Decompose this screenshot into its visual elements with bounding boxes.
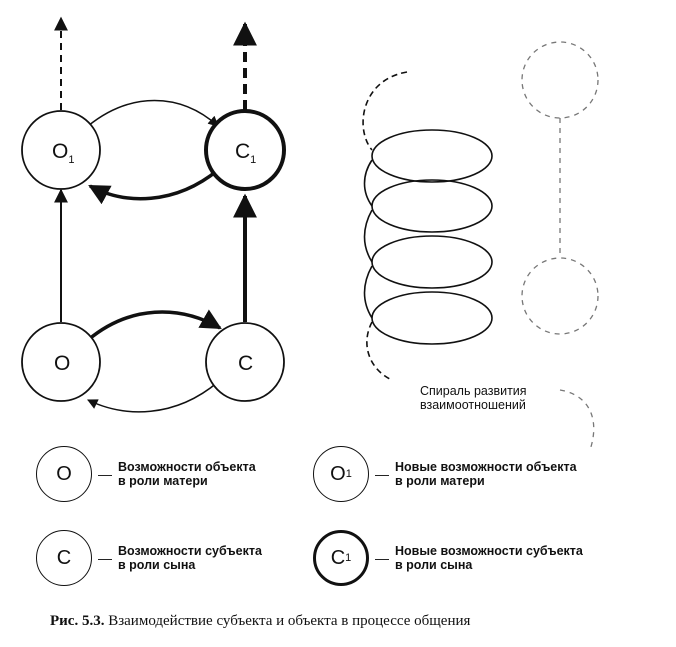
legend-c-line2: в роли сына (118, 558, 196, 572)
legend-o1-line1: Новые возможности объекта (395, 460, 577, 474)
legend-o: O — Возможности объекта в роли матери (36, 446, 318, 502)
legend-o1-line2: в роли матери (395, 474, 485, 488)
figure-number: Рис. 5.3. (50, 613, 105, 629)
legend-o-line1: Возможности объекта (118, 460, 256, 474)
legend-c1-sub: 1 (345, 552, 352, 564)
legend-o-text: Возможности объекта в роли матери (118, 460, 318, 488)
node-c-label: C (238, 352, 253, 375)
spiral-label: Спираль развития взаимоотношений (420, 384, 527, 412)
legend-o1-sub: 1 (345, 468, 352, 480)
node-o1-label: O1 (52, 140, 74, 166)
legend-c-text: Возможности субъекта в роли сына (118, 544, 318, 572)
legend-o-letter: O (56, 462, 72, 485)
node-c-circle (205, 322, 285, 402)
node-o1-circle (21, 110, 101, 190)
development-spiral (362, 71, 493, 381)
arrow-o1-to-c1 (87, 99, 219, 127)
figure-caption: Рис. 5.3. Взаимодействие субъекта и объе… (50, 613, 470, 630)
legend-c-line1: Возможности субъекта (118, 544, 262, 558)
figure-caption-text: Взаимодействие субъекта и объекта в проц… (108, 613, 471, 629)
legend-c1-text: Новые возможности субъекта в роли сына (395, 544, 595, 572)
legend-o-line2: в роли матери (118, 474, 208, 488)
legend-c-circle: C (36, 530, 92, 586)
arrow-c1-to-o1 (88, 168, 220, 205)
legend-dash: — (98, 550, 112, 566)
ghost-circles (521, 41, 599, 451)
legend-dash: — (98, 466, 112, 482)
legend-c1-line2: в роли сына (395, 558, 473, 572)
legend-c: C — Возможности субъекта в роли сына (36, 530, 318, 586)
node-o-circle (21, 322, 101, 402)
spiral-label-line2: взаимоотношений (420, 398, 526, 412)
legend-dash: — (375, 466, 389, 482)
legend-c1-line1: Новые возможности субъекта (395, 544, 583, 558)
legend-c1-letter: C (330, 546, 346, 569)
legend-o1-letter: O (330, 462, 346, 485)
arrow-o-to-c (86, 309, 222, 342)
node-o-label: O (54, 352, 70, 375)
legend-o1-text: Новые возможности объекта в роли матери (395, 460, 595, 488)
arrow-c-to-o (87, 381, 219, 413)
legend-o-circle: O (36, 446, 92, 502)
legend-c-letter: C (56, 546, 72, 569)
legend-dash: — (375, 550, 389, 566)
spiral-label-line1: Спираль развития (420, 384, 527, 398)
node-c1-label: C1 (235, 140, 256, 166)
node-c1-circle (204, 109, 286, 191)
